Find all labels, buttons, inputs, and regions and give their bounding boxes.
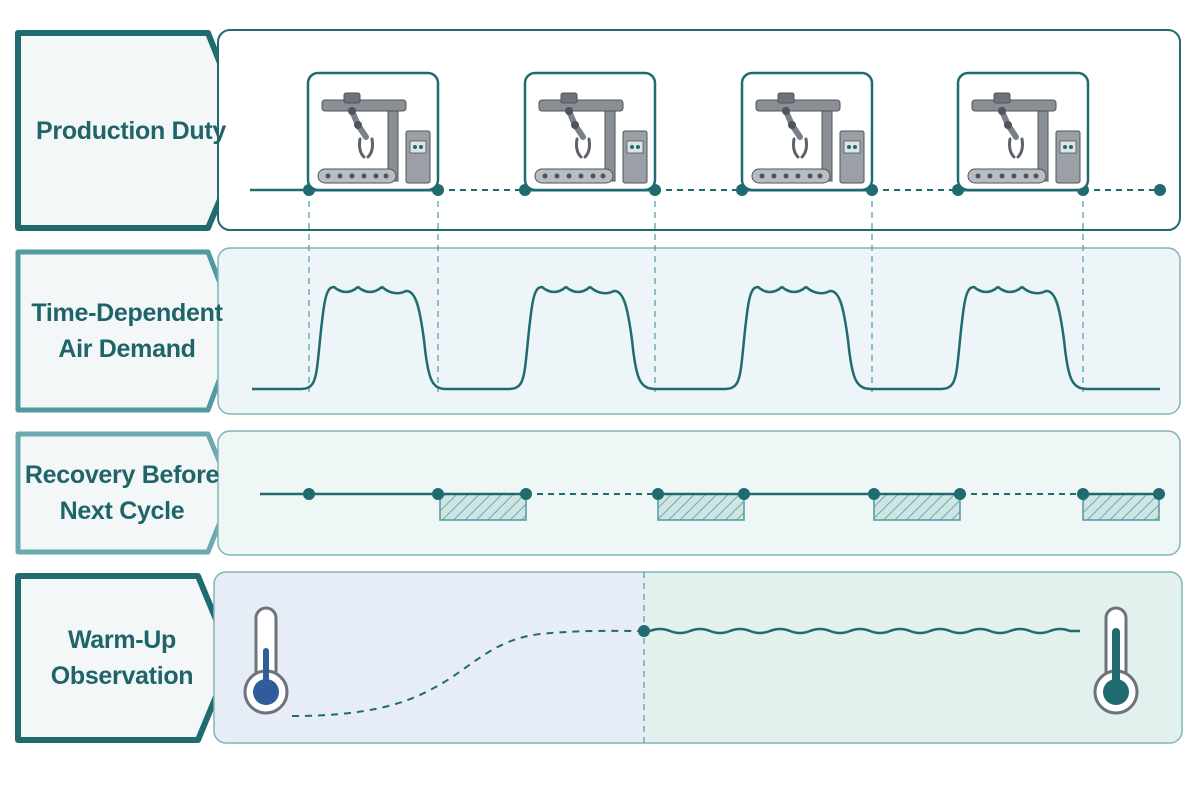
recovery-node (954, 488, 966, 500)
recovery-node (1077, 488, 1089, 500)
warmup-curve (291, 629, 645, 717)
demand-label-tab (15, 249, 241, 413)
warmup-observation (243, 606, 1139, 717)
air-demand-curve (252, 285, 1160, 391)
recovery-node (520, 488, 532, 500)
recovery-window (657, 493, 745, 521)
recovery-node (1153, 488, 1165, 500)
warmup-label-tab (15, 573, 235, 743)
timeline-node (1154, 184, 1166, 196)
production-label-tab (15, 30, 251, 231)
recovery-timeline (260, 488, 1165, 521)
robotic-arm-conveyor-icon (958, 73, 1088, 190)
lane-label-tabs (15, 30, 251, 743)
recovery-node (738, 488, 750, 500)
warmup-panel-left (214, 572, 644, 743)
steady-state-node (638, 625, 650, 637)
warmup-panel-border (213, 571, 1183, 744)
warmup-panel-right (644, 572, 1182, 743)
thermometer-cold-icon (243, 606, 289, 715)
lane-panels (213, 29, 1183, 744)
robotic-arm-conveyor-icon (525, 73, 655, 190)
production-panel (217, 29, 1181, 231)
recovery-node (868, 488, 880, 500)
demand-panel (217, 247, 1181, 415)
thermometer-warm-icon (1093, 606, 1139, 715)
robotic-arm-conveyor-icon (742, 73, 872, 190)
recovery-window (439, 493, 527, 521)
recovery-window (873, 493, 961, 521)
recovery-window (1082, 493, 1160, 521)
recovery-node (303, 488, 315, 500)
recovery-label-tab (15, 431, 235, 555)
steady-state-line (649, 627, 1080, 635)
cycle-guides (308, 190, 1084, 743)
recovery-node (652, 488, 664, 500)
robotic-arm-conveyor-icon (306, 71, 440, 192)
recovery-node (432, 488, 444, 500)
